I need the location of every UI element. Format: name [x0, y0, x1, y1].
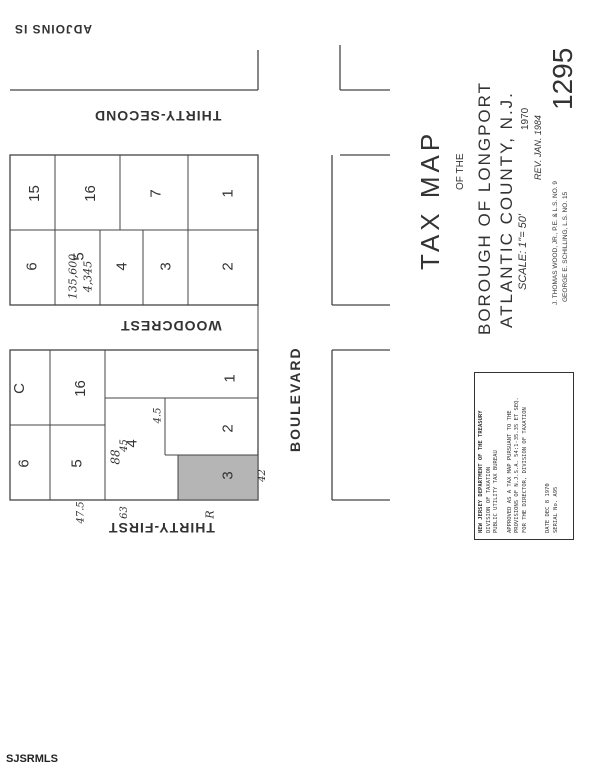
handwritten-mark: 47.5	[75, 501, 87, 524]
lot-label: 3	[219, 471, 237, 480]
lot-label: 6	[23, 262, 41, 271]
map-year: 1970	[520, 107, 531, 130]
approval-line: PROVISIONS OF N.J.S.A. 54:1-35.35 ET SEQ…	[514, 397, 520, 533]
map-subtitle: OF THE	[455, 153, 466, 190]
handwritten-note: 4,345	[81, 260, 95, 293]
approval-stamp: NEW JERSEY DEPARTMENT OF THE TREASURY DI…	[474, 372, 574, 540]
approval-line: DATE DEC 8 1970	[545, 483, 551, 533]
approval-line: PUBLIC UTILITY TAX BUREAU	[493, 450, 499, 533]
map-scale: SCALE: 1"= 50'	[517, 213, 529, 290]
map-rev: REV. JAN. 1984	[533, 115, 543, 180]
lot-label: 2	[219, 424, 237, 433]
lot-label: 5	[68, 459, 86, 468]
lot-label: 4	[113, 262, 131, 271]
handwritten-mark: 63	[118, 506, 130, 519]
street-adjoins: ADJOINS IS	[14, 22, 93, 36]
lot-label: 7	[147, 189, 165, 198]
map-sheet-number: 1295	[547, 47, 578, 110]
lot-label: 2	[219, 262, 237, 271]
lot-label: 1	[219, 189, 237, 198]
approval-line: SERIAL No. A95	[552, 486, 559, 533]
approval-line: NEW JERSEY DEPARTMENT OF THE TREASURY	[478, 410, 484, 533]
map-engineer-2: GEORGE E. SCHILLING, L.S. NO. 15	[562, 191, 569, 302]
handwritten-mark: 45	[118, 439, 130, 452]
approval-line: DIVISION OF TAXATION	[485, 466, 492, 533]
handwritten-mark: R	[203, 510, 217, 519]
street-woodcrest: WOODCREST	[120, 318, 222, 334]
lot-label: 16	[71, 380, 89, 397]
lot-label: 16	[81, 185, 99, 202]
lot-label: 6	[15, 459, 33, 468]
map-county: ATLANTIC COUNTY, N.J.	[497, 91, 516, 328]
handwritten-mark: 42	[256, 469, 268, 482]
lot-label: C	[10, 383, 28, 394]
map-title: TAX MAP	[415, 129, 445, 270]
street-boulevard: BOULEVARD	[287, 346, 303, 452]
street-thirty-second: THIRTY-SECOND	[94, 108, 222, 124]
map-engineer-1: J. THOMAS WOOD, JR., P.E. & L.S. NO. 9	[552, 180, 559, 305]
map-borough: BOROUGH OF LONGPORT	[475, 81, 494, 335]
lot-label: 3	[157, 262, 175, 271]
approval-line: FOR THE DIRECTOR, DIVISION OF TAXATION	[521, 407, 528, 533]
approval-line: APPROVED AS A TAX MAP PURSUANT TO THE	[506, 410, 513, 533]
handwritten-mark: 4.5	[152, 407, 164, 424]
lot-label: 15	[25, 185, 43, 202]
mls-watermark: SJSRMLS	[6, 753, 58, 765]
street-thirty-first: THIRTY-FIRST	[108, 520, 215, 536]
approval-text: NEW JERSEY DEPARTMENT OF THE TREASURY DI…	[478, 373, 560, 533]
lot-label: 1	[221, 374, 239, 383]
handwritten-assessment: 135,600	[66, 253, 80, 300]
